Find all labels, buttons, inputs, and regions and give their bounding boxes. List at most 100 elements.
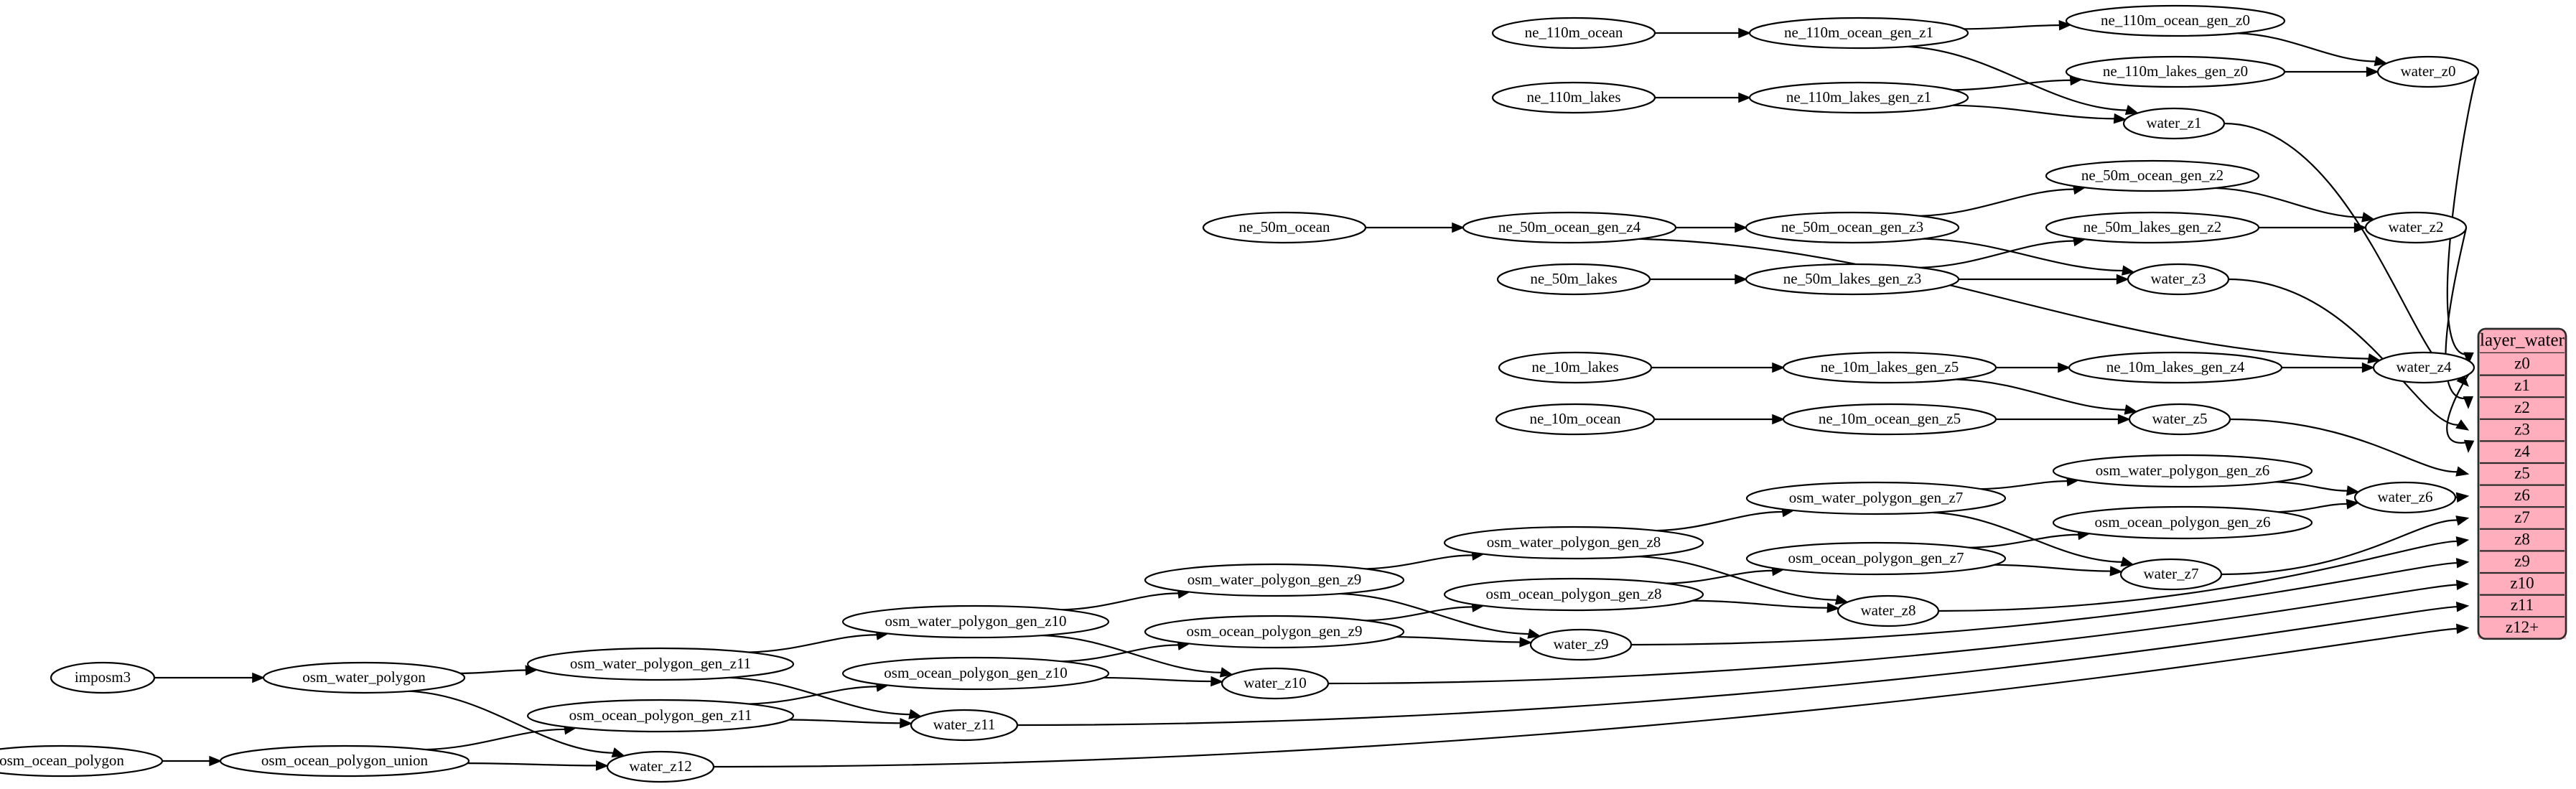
legend-row-z10[interactable]: z10 (2478, 571, 2566, 595)
graph-node-osm_ocean_polygon_gen_z9[interactable]: osm_ocean_polygon_gen_z9 (1144, 615, 1405, 649)
graph-node-water_z10[interactable]: water_z10 (1221, 667, 1330, 700)
graph-node-water_z9[interactable]: water_z9 (1529, 628, 1633, 661)
graph-node-water_z4[interactable]: water_z4 (2372, 351, 2475, 384)
node-ellipse (526, 647, 795, 681)
graph-node-osm_ocean_polygon_gen_z11[interactable]: osm_ocean_polygon_gen_z11 (526, 699, 795, 733)
graph-node-water_z11[interactable]: water_z11 (910, 709, 1019, 742)
graph-node-osm_water_polygon_gen_z11[interactable]: osm_water_polygon_gen_z11 (526, 647, 795, 681)
graph-node-water_z12[interactable]: water_z12 (606, 750, 715, 783)
graph-node-ne_110m_ocean_gen_z1[interactable]: ne_110m_ocean_gen_z1 (1748, 17, 1969, 50)
node-ellipse (2065, 55, 2286, 88)
node-label: water_z2 (2389, 218, 2444, 235)
legend-row-bg (2478, 528, 2566, 551)
graph-node-ne_110m_lakes_gen_z0[interactable]: ne_110m_lakes_gen_z0 (2065, 55, 2286, 88)
legend-row-bg (2478, 441, 2566, 463)
node-label: ne_110m_lakes_gen_z1 (1786, 88, 1931, 106)
graph-node-water_z2[interactable]: water_z2 (2364, 211, 2468, 244)
graph-node-water_z8[interactable]: water_z8 (1837, 594, 1940, 627)
node-ellipse (1144, 563, 1405, 597)
graph-node-water_z7[interactable]: water_z7 (2119, 558, 2223, 591)
graph-node-ne_50m_lakes_gen_z3[interactable]: ne_50m_lakes_gen_z3 (1745, 263, 1960, 296)
graph-node-osm_water_polygon_gen_z7[interactable]: osm_water_polygon_gen_z7 (1745, 481, 2007, 515)
arrowhead-icon (2455, 466, 2470, 477)
graph-node-ne_50m_ocean_gen_z4[interactable]: ne_50m_ocean_gen_z4 (1462, 211, 1677, 244)
graph-node-ne_50m_ocean_gen_z2[interactable]: ne_50m_ocean_gen_z2 (2045, 159, 2260, 192)
legend-table: layer_waterz0z1z2z3z4z5z6z7z8z9z10z11z12… (2477, 327, 2567, 640)
edge-ne_50m_ocean_gen_z3-to-ne_50m_ocean_gen_z2 (1919, 188, 2076, 217)
legend-row-z9[interactable]: z9 (2478, 550, 2566, 573)
graph-node-ne_50m_lakes_gen_z2[interactable]: ne_50m_lakes_gen_z2 (2045, 211, 2260, 244)
edge-water_z11-to-layer_water-z11 (1017, 605, 2459, 727)
graph-node-osm_ocean_polygon[interactable]: osm_ocean_polygon (0, 744, 164, 778)
legend-row-z2[interactable]: z2 (2478, 396, 2566, 419)
graph-node-ne_50m_ocean_gen_z3[interactable]: ne_50m_ocean_gen_z3 (1745, 211, 1960, 244)
legend-row-z8[interactable]: z8 (2478, 528, 2566, 551)
graph-node-ne_10m_lakes[interactable]: ne_10m_lakes (1498, 351, 1653, 384)
arrowhead-icon (2463, 396, 2474, 409)
graph-node-osm_ocean_polygon_gen_z10[interactable]: osm_ocean_polygon_gen_z10 (841, 656, 1110, 691)
node-label: ne_110m_lakes_gen_z0 (2103, 62, 2248, 80)
arrowhead-icon (611, 747, 625, 758)
graph-node-osm_water_polygon_gen_z9[interactable]: osm_water_polygon_gen_z9 (1144, 563, 1405, 597)
arrowhead-icon (1826, 602, 1840, 613)
edge-ne_110m_ocean_gen_z1-to-ne_110m_ocean_gen_z0 (1963, 24, 2061, 30)
legend-row-z5[interactable]: z5 (2478, 462, 2566, 485)
legend-row-z1[interactable]: z1 (2478, 374, 2566, 398)
legend-row-z11[interactable]: z11 (2478, 594, 2566, 617)
arrowhead-icon (2455, 579, 2470, 590)
graph-node-ne_110m_lakes[interactable]: ne_110m_lakes (1491, 81, 1656, 114)
graph-node-ne_10m_lakes_gen_z5[interactable]: ne_10m_lakes_gen_z5 (1782, 351, 1997, 384)
node-label: water_z3 (2151, 270, 2206, 287)
graph-node-osm_water_polygon_gen_z8[interactable]: osm_water_polygon_gen_z8 (1443, 526, 1704, 560)
graph-node-osm_ocean_polygon_gen_z6[interactable]: osm_ocean_polygon_gen_z6 (2052, 505, 2313, 540)
arrowhead-icon (1735, 274, 1748, 285)
legend-row-label: z9 (2514, 552, 2530, 570)
graph-node-osm_water_polygon_gen_z6[interactable]: osm_water_polygon_gen_z6 (2052, 454, 2313, 488)
graph-node-water_z5[interactable]: water_z5 (2128, 403, 2231, 436)
node-ellipse (2045, 211, 2260, 244)
arrowhead-icon (209, 755, 223, 767)
arrowhead-icon (2463, 352, 2474, 365)
legend-row-z12+[interactable]: z12+ (2478, 616, 2566, 639)
graph-node-ne_110m_ocean[interactable]: ne_110m_ocean (1491, 17, 1656, 50)
graph-node-ne_50m_lakes[interactable]: ne_50m_lakes (1496, 263, 1651, 296)
node-ellipse (1748, 81, 1969, 114)
edge-osm_water_polygon_gen_z9-to-water_z9 (1338, 592, 1531, 635)
edge-water_z2-to-layer_water-z2 (2445, 226, 2469, 399)
node-ellipse (1491, 17, 1656, 50)
graph-node-ne_50m_ocean[interactable]: ne_50m_ocean (1202, 211, 1367, 244)
legend-row-z6[interactable]: z6 (2478, 484, 2566, 508)
edge-water_z8-to-layer_water-z8 (1938, 540, 2459, 612)
node-label: ne_10m_lakes_gen_z5 (1821, 358, 1959, 375)
graph-node-osm_ocean_polygon_union[interactable]: osm_ocean_polygon_union (219, 744, 470, 778)
graph-node-water_z6[interactable]: water_z6 (2353, 481, 2457, 514)
legend-row-z7[interactable]: z7 (2478, 506, 2566, 529)
graph-node-osm_water_polygon[interactable]: osm_water_polygon (262, 661, 466, 694)
graph-node-imposm3[interactable]: imposm3 (50, 661, 156, 694)
graph-node-osm_water_polygon_gen_z10[interactable]: osm_water_polygon_gen_z10 (841, 604, 1110, 639)
legend-row-label: z2 (2514, 398, 2530, 416)
graph-node-ne_10m_lakes_gen_z4[interactable]: ne_10m_lakes_gen_z4 (2068, 351, 2283, 384)
graph-node-ne_10m_ocean_gen_z5[interactable]: ne_10m_ocean_gen_z5 (1782, 403, 1997, 436)
arrowhead-icon (2124, 404, 2138, 415)
graph-node-osm_ocean_polygon_gen_z8[interactable]: osm_ocean_polygon_gen_z8 (1443, 577, 1704, 612)
legend-row-z0[interactable]: z0 (2478, 353, 2566, 375)
graph-node-osm_ocean_polygon_gen_z7[interactable]: osm_ocean_polygon_gen_z7 (1745, 541, 2007, 576)
arrowhead-icon (2374, 55, 2388, 67)
graph-node-water_z1[interactable]: water_z1 (2122, 107, 2226, 140)
arrowhead-icon (2455, 536, 2470, 547)
graph-node-ne_110m_ocean_gen_z0[interactable]: ne_110m_ocean_gen_z0 (2065, 4, 2286, 37)
legend-row-z4[interactable]: z4 (2478, 440, 2566, 463)
arrowhead-icon (2346, 499, 2360, 510)
graph-node-ne_10m_ocean[interactable]: ne_10m_ocean (1495, 403, 1656, 436)
node-ellipse (1491, 81, 1656, 114)
node-ellipse (2127, 263, 2230, 296)
graph-node-ne_110m_lakes_gen_z1[interactable]: ne_110m_lakes_gen_z1 (1748, 81, 1969, 114)
graph-node-water_z0[interactable]: water_z0 (2376, 55, 2480, 88)
arrowhead-icon (2455, 602, 2470, 612)
legend-row-z3[interactable]: z3 (2478, 418, 2566, 442)
legend-row-label: z1 (2514, 376, 2530, 394)
node-ellipse (2119, 558, 2223, 591)
graph-node-water_z3[interactable]: water_z3 (2127, 263, 2230, 296)
